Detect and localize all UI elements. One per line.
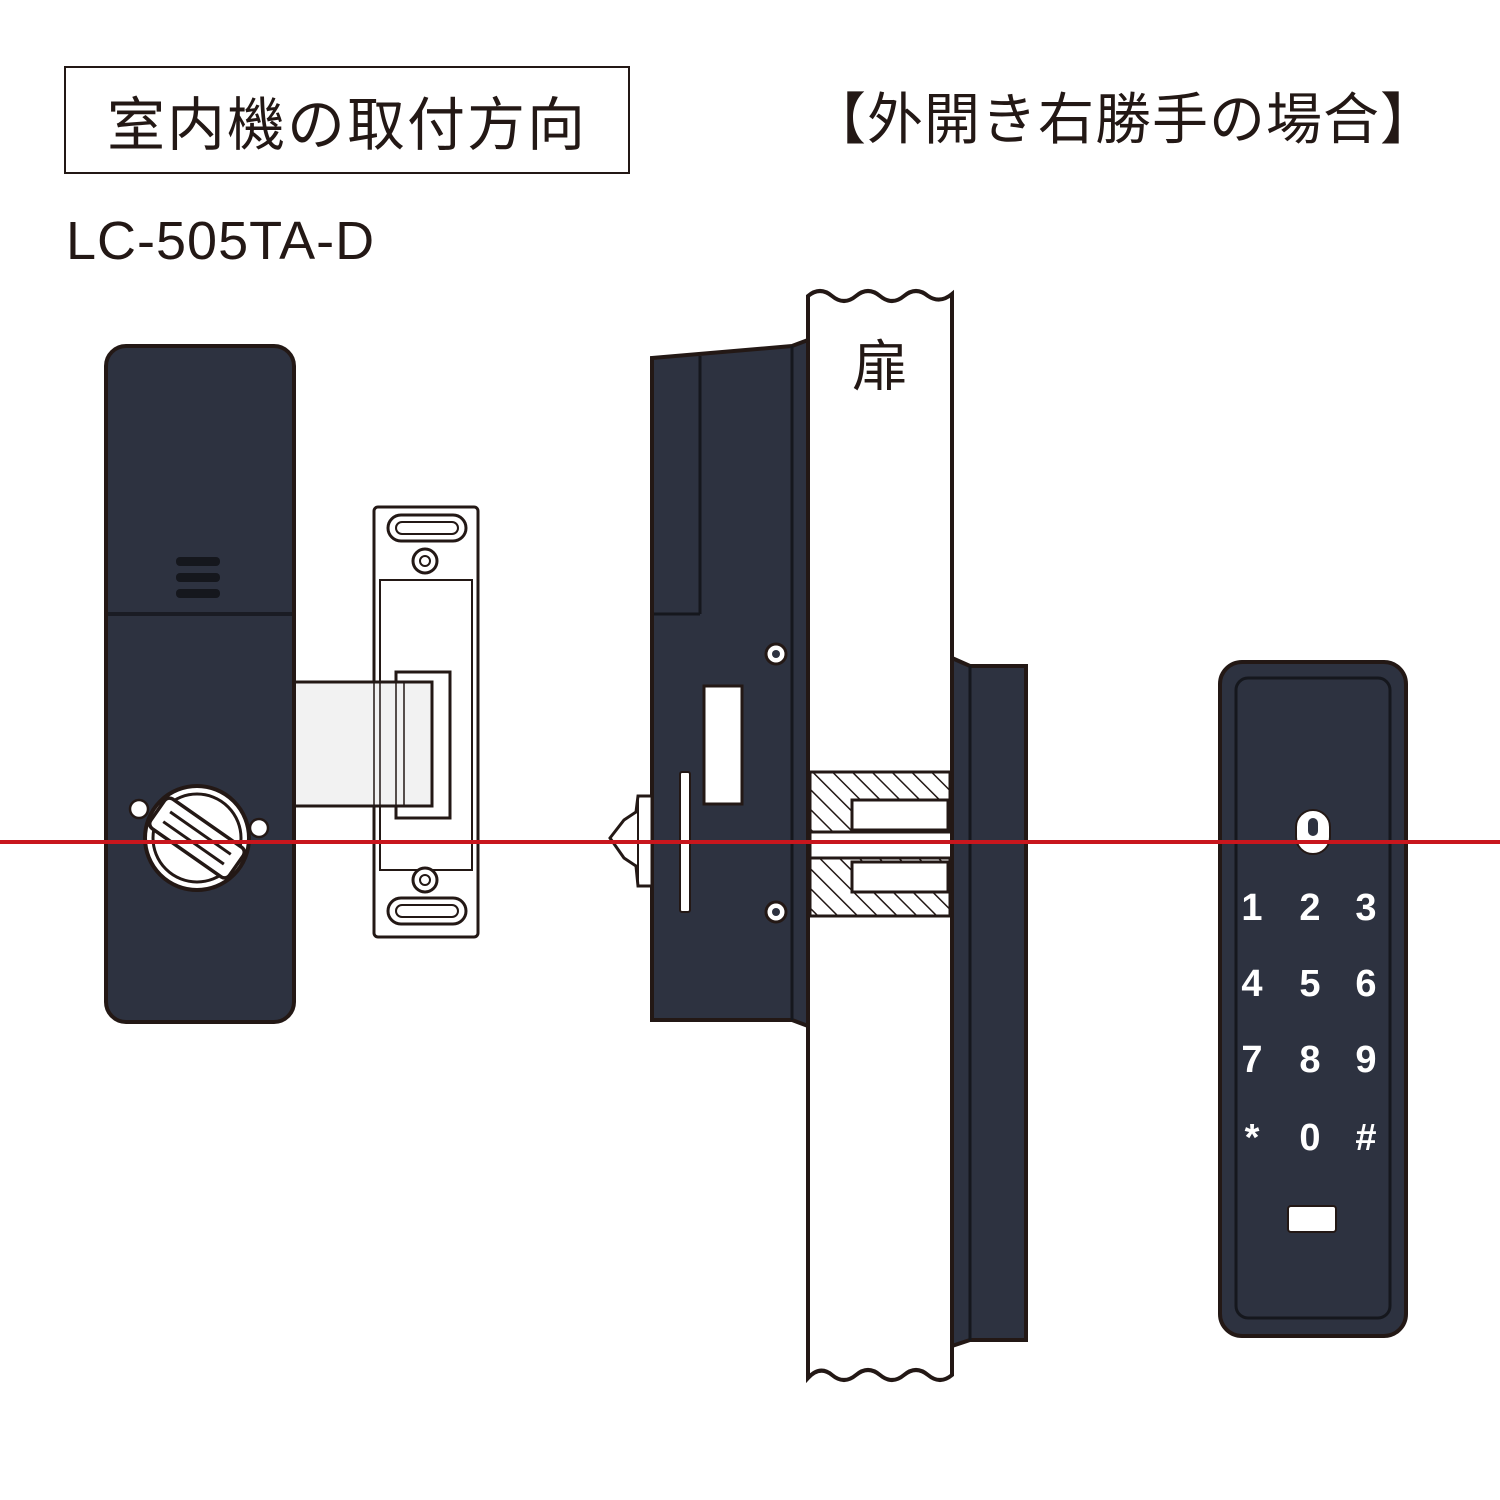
indoor-unit-front (104, 344, 480, 1024)
keypad-key-hash[interactable]: # (1355, 1117, 1376, 1159)
keypad-key-9[interactable]: 9 (1355, 1039, 1376, 1081)
indoor-unit-side (608, 337, 810, 1029)
keypad-key-5[interactable]: 5 (1299, 963, 1320, 1005)
keypad-key-1[interactable]: 1 (1241, 887, 1262, 929)
door-label: 扉 (852, 335, 908, 400)
keypad-key-0[interactable]: 0 (1299, 1117, 1320, 1159)
speaker-vent-icon (176, 557, 220, 598)
keypad-key-2[interactable]: 2 (1299, 887, 1320, 929)
page-title: 室内機の取付方向 (106, 91, 587, 159)
keypad-key-4[interactable]: 4 (1241, 963, 1262, 1005)
model-number: LC-505TA-D (66, 211, 376, 271)
condition-heading: 【外開き右勝手の場合】 (810, 87, 1437, 153)
thumb-turn-knob-icon[interactable] (128, 784, 270, 892)
keypad-key-8[interactable]: 8 (1299, 1039, 1320, 1081)
door-section: 扉 (608, 289, 1028, 1384)
sensor-icon (1295, 809, 1331, 855)
latch-bar (290, 680, 434, 808)
keypad-key-7[interactable]: 7 (1241, 1039, 1262, 1081)
keypad-key-star[interactable]: * (1245, 1117, 1260, 1159)
indoor-unit-body (104, 344, 296, 1024)
keypad-key-6[interactable]: 6 (1355, 963, 1376, 1005)
card-slot-icon (1287, 1205, 1337, 1233)
outdoor-unit-side (950, 654, 1028, 1349)
keypad-key-3[interactable]: 3 (1355, 887, 1376, 929)
page-title-box: 室内機の取付方向 (64, 66, 630, 174)
